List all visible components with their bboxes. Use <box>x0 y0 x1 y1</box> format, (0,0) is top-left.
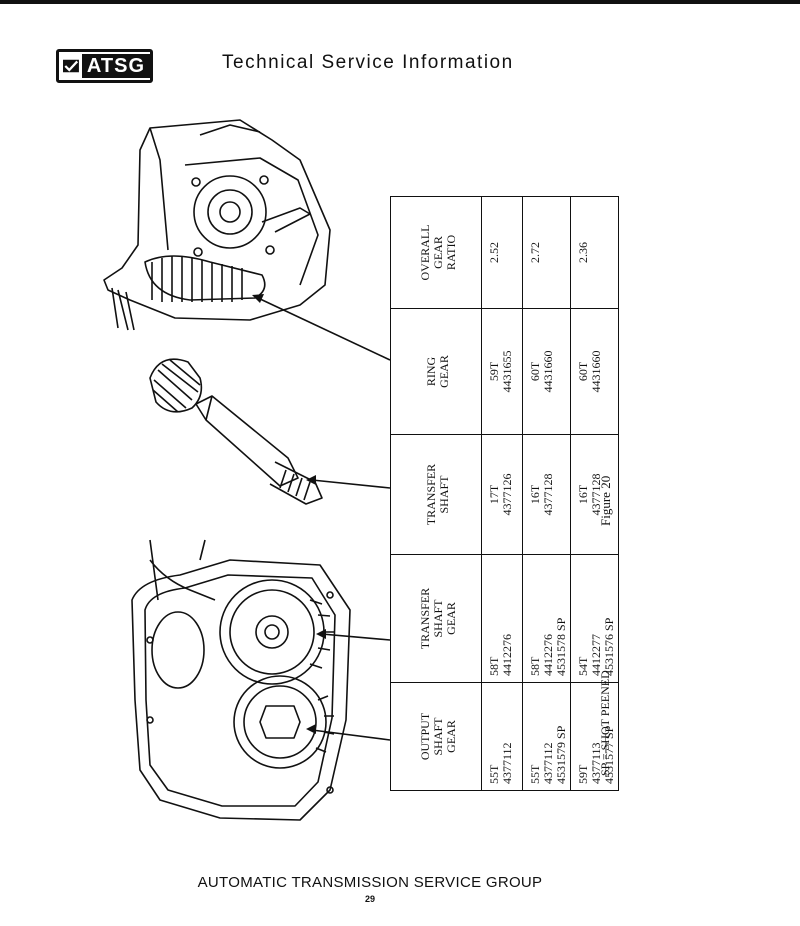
gear-case-illustration <box>131 539 351 821</box>
table-row: 55T 4377112 4531579 SP 58T 4412276 45315… <box>522 196 571 791</box>
table-cell: 59T 4431655 <box>481 308 523 435</box>
header-overall-gear-ratio: OVERALL GEAR RATIO <box>390 196 482 309</box>
table-cell: 60T 4431660 <box>570 308 619 435</box>
table-cell: 55T 4377112 <box>481 682 523 791</box>
atsg-logo: ATSG <box>56 49 153 83</box>
table-cell: 58T 4412276 <box>481 554 523 683</box>
table-cell: 16T 4377128 <box>522 434 571 555</box>
table-cell: 2.72 <box>522 196 571 309</box>
header-output-shaft-gear: OUTPUT SHAFT GEAR <box>390 682 482 791</box>
table-row: 55T 4377112 58T 4412276 17T 4377126 59T … <box>481 196 523 791</box>
logo-text: ATSG <box>81 54 150 78</box>
figure-label: Figure 20 <box>598 475 613 526</box>
gear-ratio-table-wrapper: OUTPUT SHAFT GEAR TRANSFER SHAFT GEAR TR… <box>390 196 619 791</box>
table-cell: 2.36 <box>570 196 619 309</box>
page-number: 29 <box>364 894 375 904</box>
table-cell: 55T 4377112 4531579 SP <box>522 682 571 791</box>
leader-lines <box>257 297 391 741</box>
table-cell: 60T 4431660 <box>522 308 571 435</box>
header-transfer-shaft: TRANSFER SHAFT <box>390 434 482 555</box>
header-title: Technical Service Information <box>222 52 514 73</box>
top-rule <box>0 0 800 4</box>
checkmark-icon <box>63 59 79 73</box>
table-cell: 58T 4412276 4531578 SP <box>522 554 571 683</box>
table-header-row: OUTPUT SHAFT GEAR TRANSFER SHAFT GEAR TR… <box>390 196 482 791</box>
gear-ratio-table: OUTPUT SHAFT GEAR TRANSFER SHAFT GEAR TR… <box>390 196 619 791</box>
table-cell: 2.52 <box>481 196 523 309</box>
header-transfer-shaft-gear: TRANSFER SHAFT GEAR <box>390 554 482 683</box>
table-cell: 17T 4377126 <box>481 434 523 555</box>
leader-arrowheads <box>252 294 326 734</box>
transfer-shaft-illustration <box>149 358 323 505</box>
shot-peened-note: SP = SHOT PEENED <box>598 670 612 776</box>
header-ring-gear: RING GEAR <box>390 308 482 435</box>
footer-title: AUTOMATIC TRANSMISSION SERVICE GROUP <box>197 874 543 891</box>
ring-gear-illustration <box>103 119 331 331</box>
